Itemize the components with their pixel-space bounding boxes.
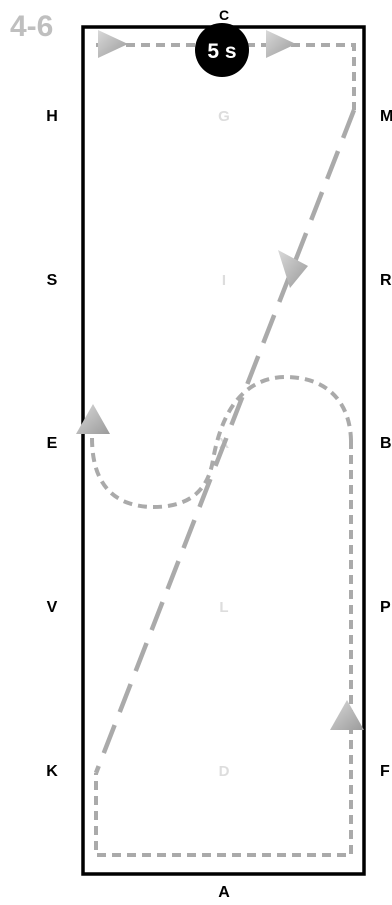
centerline-letter-1: G bbox=[218, 108, 230, 125]
direction-arrow-icon bbox=[98, 30, 128, 58]
centerline-letter-4: L bbox=[219, 599, 228, 616]
direction-arrow-icon bbox=[330, 700, 364, 730]
direction-arrow-icon bbox=[278, 250, 308, 288]
route-diagonal bbox=[93, 109, 357, 774]
letter-right-1: M bbox=[380, 108, 392, 125]
letter-left-5: K bbox=[46, 763, 58, 780]
duration-badge bbox=[195, 23, 249, 77]
duration-badge-text: 5 s bbox=[207, 40, 236, 63]
exercise-number: 4-6 bbox=[10, 10, 53, 43]
centerline-letter-5: D bbox=[219, 763, 230, 780]
route-bottom-track bbox=[94, 440, 353, 857]
letter-right-3: B bbox=[380, 435, 392, 452]
route-top-track bbox=[96, 43, 356, 110]
letter-bottom: A bbox=[218, 884, 230, 901]
letter-left-3: E bbox=[47, 435, 58, 452]
letter-left-2: S bbox=[47, 272, 58, 289]
letter-right-2: R bbox=[380, 272, 392, 289]
letter-right-5: F bbox=[380, 763, 390, 780]
letter-left-1: H bbox=[46, 108, 58, 125]
letter-left-4: V bbox=[47, 599, 58, 616]
centerline-letter-2: I bbox=[222, 272, 226, 289]
letter-right-4: P bbox=[380, 599, 391, 616]
direction-arrow-icon bbox=[76, 404, 110, 434]
letter-top: C bbox=[219, 7, 229, 23]
direction-arrow-icon bbox=[266, 30, 296, 58]
